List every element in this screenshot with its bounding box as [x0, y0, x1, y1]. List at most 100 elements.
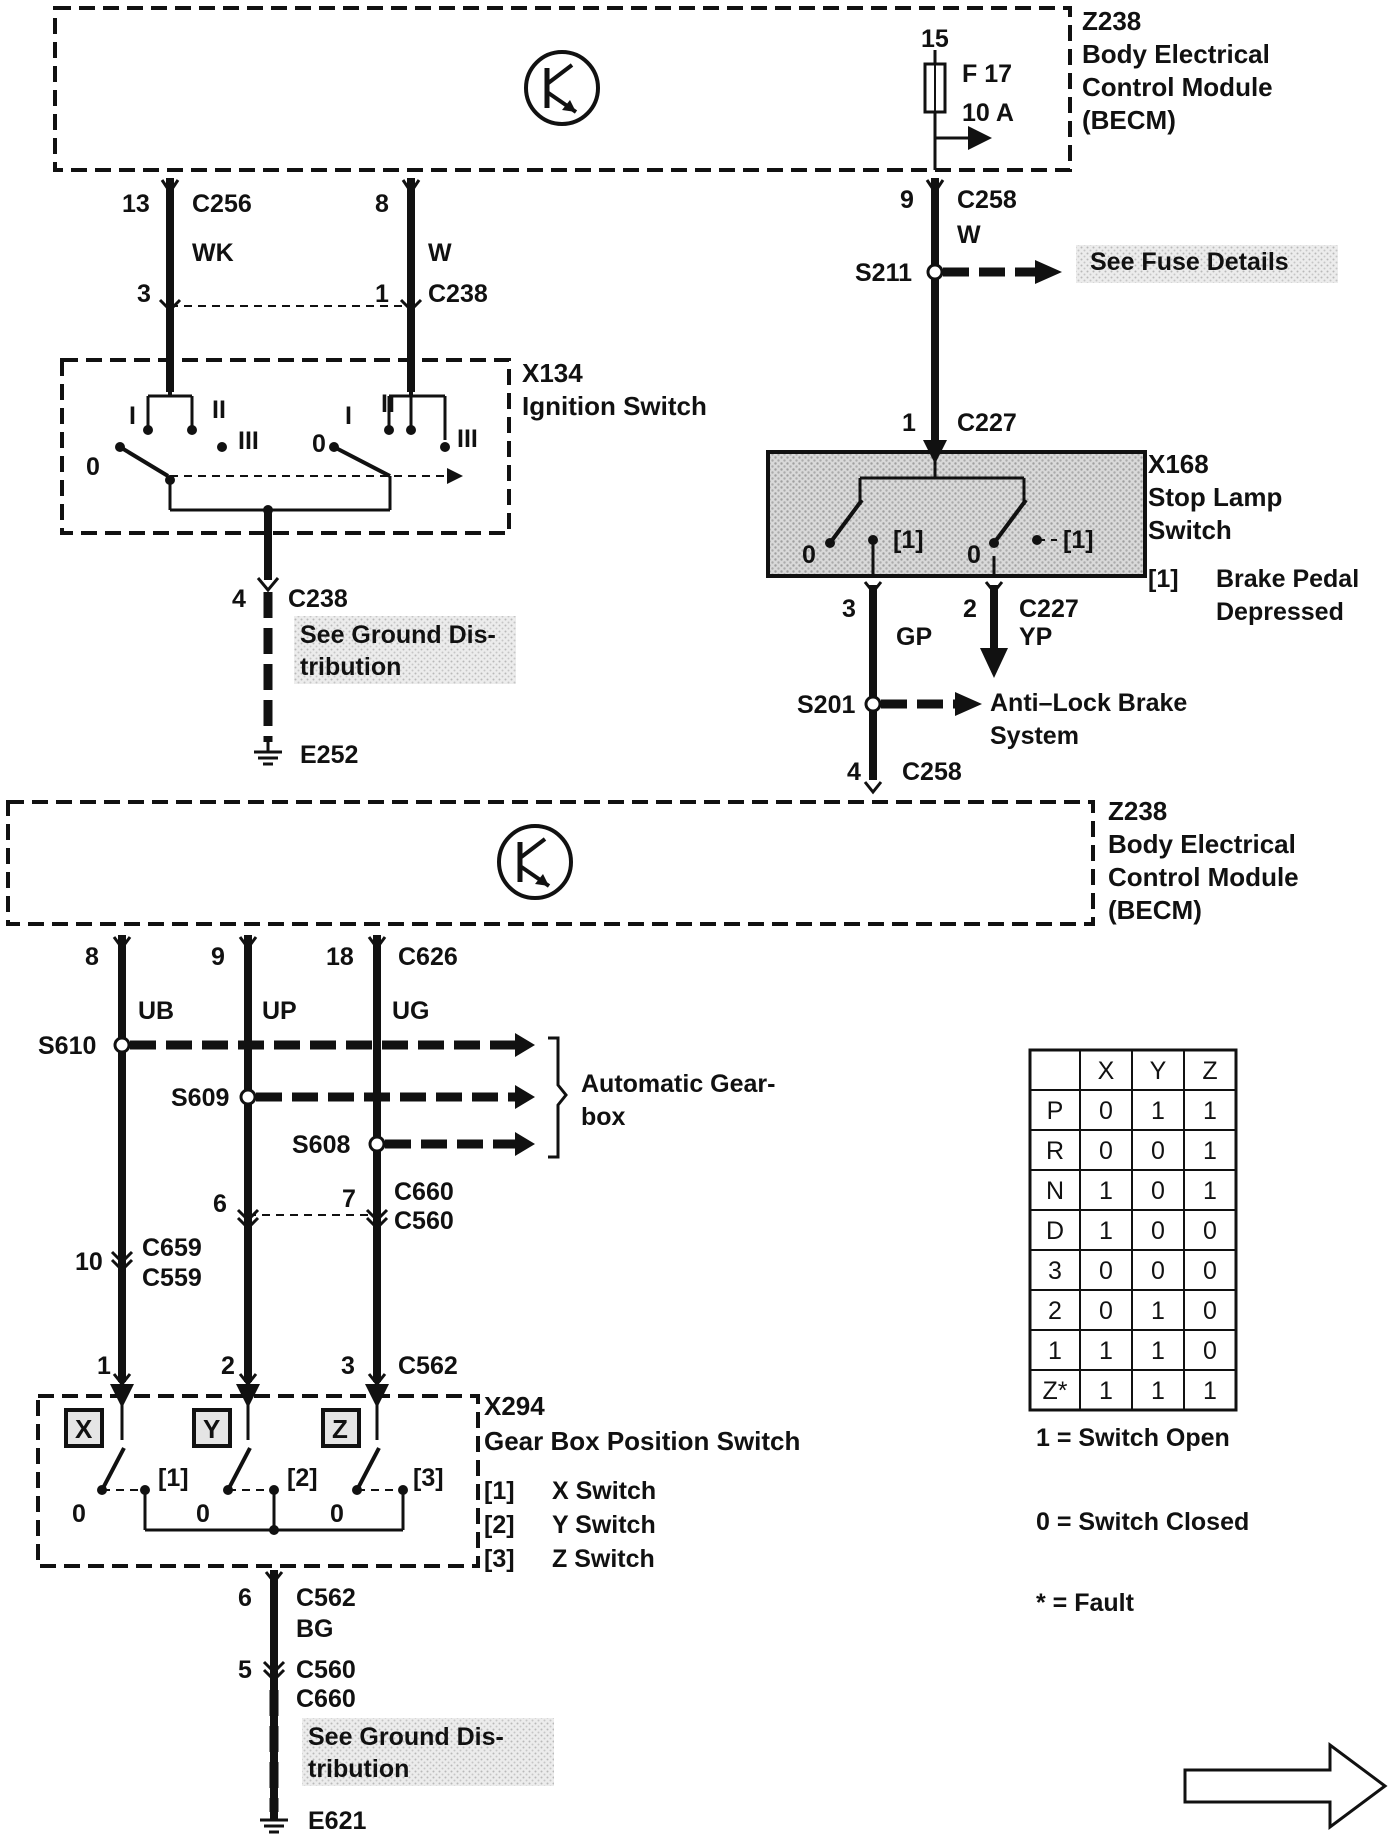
stoplamp-state-1-left: [1] [893, 526, 924, 554]
stoplamp-note-line1: Brake Pedal [1216, 565, 1359, 593]
gb-legend-z: Z Switch [552, 1545, 655, 1573]
truth-table-cell: 0 [1203, 1257, 1217, 1285]
ign-left-pos-0: 0 [86, 453, 100, 481]
gb-wire-ub-label: UB [138, 997, 174, 1025]
gb-y-key: [2] [287, 1464, 318, 1492]
fuse-symbol [923, 50, 992, 170]
splice-s201: S201 [797, 691, 855, 719]
wire-w-label: W [428, 239, 452, 267]
fuse-rating-label: 10 A [962, 99, 1014, 127]
truth-table-cell: R [1046, 1137, 1064, 1165]
gearbox-switch-box [36, 1384, 480, 1568]
gb-ground-wire: BG [296, 1615, 334, 1643]
becm-bottom-id: Z238 [1108, 796, 1167, 826]
truth-table-cell: 1 [1203, 1137, 1217, 1165]
stoplamp-wire-gp: GP [896, 623, 932, 651]
stoplamp-pin-bottom: 4 [847, 758, 861, 786]
ign-right-pos-iii: III [457, 425, 478, 453]
gb-c560-pin: 5 [238, 1656, 252, 1684]
gb-connector-c562: C562 [398, 1352, 458, 1380]
automatic-gearbox-line2: box [581, 1103, 626, 1131]
gb-legend-x: X Switch [552, 1477, 656, 1505]
gb-ground-note-bg [302, 1718, 554, 1786]
gb-legend-key-2: [2] [484, 1511, 515, 1539]
gb-legend-key-1: [1] [484, 1477, 515, 1505]
ignition-circuit [158, 178, 423, 392]
becm-top-name-line3: (BECM) [1082, 105, 1176, 135]
truth-table-cell: 1 [1151, 1297, 1165, 1325]
truth-table-cell: 0 [1151, 1217, 1165, 1245]
gb-pin-c659: 10 [75, 1248, 103, 1276]
pin-wk-c238: 3 [137, 280, 151, 308]
abs-label-line2: System [990, 722, 1079, 750]
truth-table-cell: 1 [1203, 1377, 1217, 1405]
legend-switch-open: 1 = Switch Open [1036, 1424, 1230, 1452]
becm-bottom-name-line3: (BECM) [1108, 895, 1202, 925]
stoplamp-pin-gp: 3 [842, 595, 856, 623]
truth-table-cell: 0 [1151, 1177, 1165, 1205]
next-page-arrow-icon[interactable] [1183, 1742, 1388, 1830]
gearbox-wires [110, 935, 568, 1387]
stoplamp-state-1-right: [1] [1063, 526, 1094, 554]
truth-table-cell: 1 [1151, 1377, 1165, 1405]
truth-table-cell: 3 [1048, 1257, 1062, 1285]
fuse-details-note: See Fuse Details [1090, 248, 1289, 276]
abs-label-line1: Anti–Lock Brake [990, 689, 1187, 717]
becm-top-name-line1: Body Electrical [1082, 39, 1270, 69]
becm-bottom-name-line2: Control Module [1108, 862, 1299, 892]
gb-pin-ub: 8 [85, 943, 99, 971]
legend-fault: * = Fault [1036, 1589, 1135, 1617]
truth-table-cell: 1 [1099, 1337, 1113, 1365]
gb-pin-x: 1 [97, 1352, 111, 1380]
gb-switch-id: X294 [484, 1391, 545, 1421]
truth-table-cell: 0 [1203, 1297, 1217, 1325]
gb-ground-note-line1: See Ground Dis- [308, 1723, 504, 1751]
connector-c238-top: C238 [428, 280, 488, 308]
ignition-switch-id: X134 [522, 358, 583, 388]
truth-table-cell: 0 [1099, 1137, 1113, 1165]
stoplamp-connector-yp: C227 [1019, 595, 1079, 623]
truth-table-cell: 0 [1151, 1257, 1165, 1285]
truth-table-header-cell: Z [1202, 1057, 1217, 1085]
ign-ground-note-line1: See Ground Dis- [300, 621, 496, 649]
ign-right-pos-ii: II [381, 390, 395, 418]
truth-table-cell: Z* [1043, 1377, 1068, 1405]
truth-table-header-cell: X [1098, 1057, 1115, 1085]
splice-s609: S609 [171, 1084, 229, 1112]
splice-s211: S211 [855, 259, 912, 287]
gb-pin-z: 3 [341, 1352, 355, 1380]
gearbox-ground-wire [260, 1570, 288, 1834]
truth-table-cell: 1 [1151, 1337, 1165, 1365]
gb-connector-c659: C659 [142, 1234, 202, 1262]
ign-right-pos-i: I [345, 402, 352, 430]
ign-ground-pin: 4 [232, 585, 246, 613]
gb-ground-pin: 6 [238, 1584, 252, 1612]
truth-table-cell: 0 [1099, 1297, 1113, 1325]
gb-ground-connector: C562 [296, 1584, 356, 1612]
wire-wk-label: WK [192, 239, 234, 267]
truth-table-cell: 1 [1151, 1097, 1165, 1125]
truth-table-cell: 1 [1048, 1337, 1062, 1365]
gb-z-key: [3] [413, 1464, 444, 1492]
gb-y-state-0: 0 [196, 1500, 210, 1528]
stoplamp-connector-bottom: C258 [902, 758, 962, 786]
splice-s610: S610 [38, 1032, 96, 1060]
stoplamp-wire-top: W [957, 221, 981, 249]
ign-left-pos-i: I [129, 402, 136, 430]
gb-c660-connector: C660 [296, 1685, 356, 1713]
stoplamp-note-line2: Depressed [1216, 598, 1344, 626]
stoplamp-note-key: [1] [1148, 565, 1179, 593]
ign-right-pos-0: 0 [312, 430, 326, 458]
truth-table-cell: 2 [1048, 1297, 1062, 1325]
ign-ground-note-bg [294, 616, 516, 684]
truth-table-cell: 0 [1151, 1137, 1165, 1165]
ign-ground-connector: C238 [288, 585, 348, 613]
truth-table-header-cell: Y [1150, 1057, 1167, 1085]
gb-box-y: Y [203, 1414, 220, 1444]
gb-pin-ug: 18 [326, 943, 354, 971]
gb-legend-key-3: [3] [484, 1545, 515, 1573]
truth-table-cell: 1 [1203, 1177, 1217, 1205]
truth-table-cell: 1 [1099, 1217, 1113, 1245]
truth-table-cell: P [1047, 1097, 1064, 1125]
